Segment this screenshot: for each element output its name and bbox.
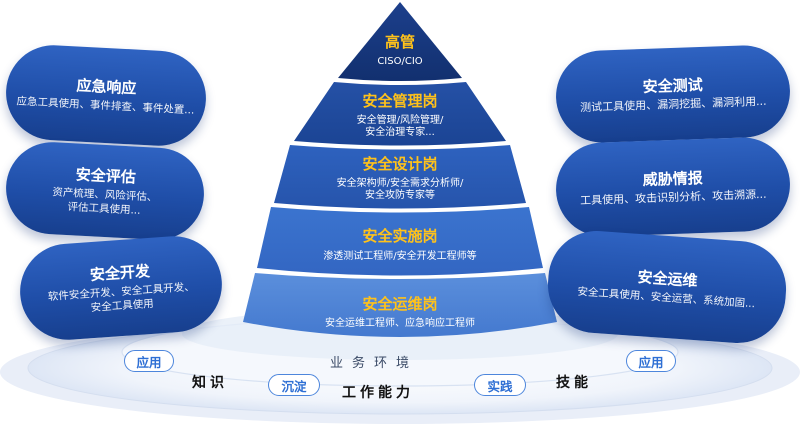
pill-title: 安全评估 — [75, 164, 137, 187]
business-environment-label: 业务环境 — [330, 356, 419, 371]
level-title: 安全运维岗 — [362, 295, 438, 313]
pill-desc: 工具使用、攻击识别分析、攻击溯源... — [579, 187, 767, 207]
pyramid-level-operations: 安全运维岗 安全运维工程师、应急响应工程师 — [280, 295, 520, 330]
pill-title: 威胁情报 — [642, 168, 703, 189]
level-desc: CISO/CIO — [377, 56, 423, 67]
pill-security-operations: 安全运维 安全工具使用、安全运营、系统加固... — [544, 227, 790, 347]
work-ability-label: 工作能力 — [342, 385, 414, 401]
pyramid-tier-1 — [338, 2, 462, 81]
pill-threat-intelligence: 威胁情报 工具使用、攻击识别分析、攻击溯源... — [554, 135, 792, 239]
pill-title: 安全运维 — [637, 267, 699, 290]
pyramid-level-design: 安全设计岗 安全架构师/安全需求分析师/ 安全攻防专家等 — [280, 155, 520, 202]
pyramid-tier-5 — [243, 273, 557, 337]
pill-desc: 安全工具使用、安全运营、系统加固... — [577, 285, 756, 310]
pill-title: 安全开发 — [89, 261, 151, 284]
pyramid-level-implementation: 安全实施岗 渗透测试工程师/安全开发工程师等 — [280, 227, 520, 263]
level-desc: 渗透测试工程师/安全开发工程师等 — [323, 251, 477, 262]
pyramid-level-executive: 高管 CISO/CIO — [280, 33, 520, 68]
pyramid-tier-4 — [257, 207, 543, 276]
pyramid-tier-2 — [294, 82, 506, 146]
level-title: 高管 — [384, 33, 415, 51]
level-title: 安全实施岗 — [362, 227, 438, 245]
pill-security-testing: 安全测试 测试工具使用、漏洞挖掘、漏洞利用... — [554, 43, 792, 145]
badge-apply-right: 应用 — [626, 350, 676, 372]
level-desc: 安全攻防专家等 — [365, 190, 435, 201]
level-title: 安全设计岗 — [362, 155, 438, 173]
badge-practice: 实践 — [474, 374, 526, 396]
knowledge-label: 知识 — [192, 375, 228, 391]
badge-apply-left: 应用 — [124, 350, 174, 372]
pill-desc: 评估工具使用... — [67, 200, 141, 217]
level-desc: 安全治理专家... — [365, 127, 435, 138]
pill-security-development: 安全开发 软件安全开发、安全工具开发、 安全工具使用 — [16, 233, 226, 343]
pill-desc: 测试工具使用、漏洞挖掘、漏洞利用... — [579, 94, 767, 114]
pill-title: 应急响应 — [75, 76, 137, 98]
skill-label: 技能 — [556, 375, 592, 391]
pill-emergency-response: 应急响应 应急工具使用、事件排查、事件处置... — [3, 42, 209, 149]
level-desc: 安全运维工程师、应急响应工程师 — [325, 318, 475, 329]
level-desc: 安全架构师/安全需求分析师/ — [336, 178, 464, 189]
pill-security-assessment: 安全评估 资产梳理、风险评估、 评估工具使用... — [3, 139, 207, 243]
badge-accumulate: 沉淀 — [268, 374, 320, 396]
pill-desc: 安全工具使用 — [90, 297, 155, 314]
level-desc: 安全管理/风险管理/ — [356, 115, 444, 126]
pill-title: 安全测试 — [642, 75, 703, 96]
pill-desc: 应急工具使用、事件排查、事件处置... — [16, 95, 195, 117]
pyramid-level-management: 安全管理岗 安全管理/风险管理/ 安全治理专家... — [280, 92, 520, 139]
pyramid-tier-3 — [274, 145, 526, 209]
level-title: 安全管理岗 — [362, 92, 438, 110]
